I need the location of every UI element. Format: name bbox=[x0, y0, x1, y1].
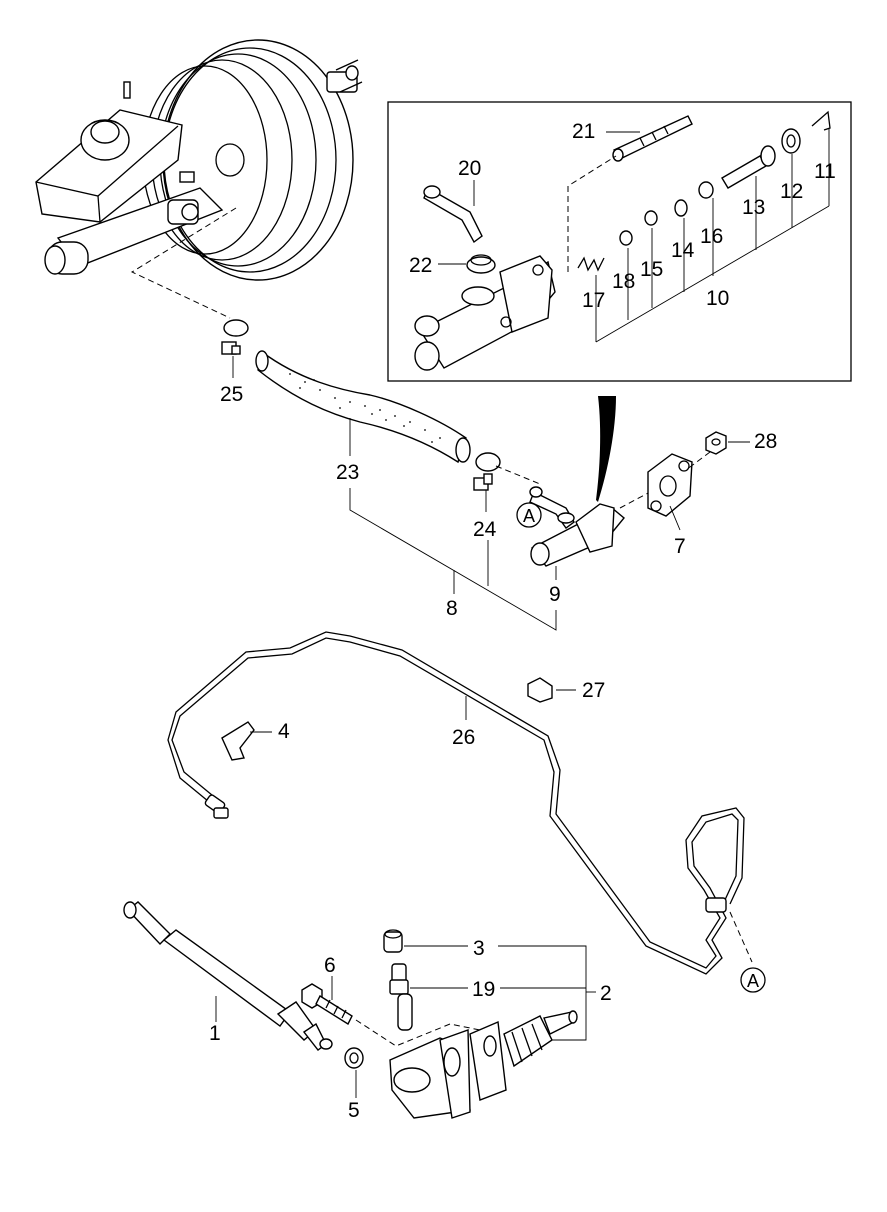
callout-17: 17 bbox=[582, 289, 605, 312]
routing-line-3 bbox=[619, 491, 651, 509]
callout-2: 2 bbox=[600, 982, 612, 1005]
callout-labels: 21 20 11 12 13 16 14 15 18 22 17 10 25 2… bbox=[209, 120, 836, 1122]
callout-8: 8 bbox=[446, 597, 458, 620]
routing-line-4 bbox=[685, 451, 711, 471]
callout-15: 15 bbox=[640, 258, 663, 281]
callout-7: 7 bbox=[674, 535, 686, 558]
bleeder-19 bbox=[389, 963, 413, 1031]
callout-16: 16 bbox=[700, 225, 723, 248]
svg-text:A: A bbox=[747, 971, 759, 991]
nut-28 bbox=[705, 431, 727, 455]
clutch-master-cylinder-9 bbox=[529, 486, 625, 567]
svg-text:A: A bbox=[523, 506, 535, 526]
clip-27 bbox=[527, 677, 576, 703]
callout-12: 12 bbox=[780, 180, 803, 203]
callout-24: 24 bbox=[473, 518, 497, 541]
callout-4: 4 bbox=[278, 720, 290, 743]
hose-clamp-25 bbox=[221, 319, 249, 355]
callout-11: 11 bbox=[814, 160, 836, 183]
callout-9: 9 bbox=[549, 583, 561, 606]
callout-3: 3 bbox=[473, 937, 485, 960]
washer-5 bbox=[344, 1047, 364, 1069]
brake-booster-assembly bbox=[35, 39, 363, 281]
callout-19: 19 bbox=[472, 978, 495, 1001]
flange-7 bbox=[647, 453, 693, 517]
callout-21: 21 bbox=[572, 120, 595, 143]
reference-marker-a-bottom: A bbox=[740, 967, 766, 993]
inset-box bbox=[387, 101, 852, 382]
pipe-26 bbox=[167, 631, 745, 975]
bleeder-3 bbox=[383, 929, 403, 953]
inset-leaders bbox=[438, 128, 830, 343]
bottom-leaders bbox=[215, 945, 596, 1098]
clutch-hose-1 bbox=[123, 901, 333, 1051]
callout-5: 5 bbox=[348, 1099, 360, 1122]
callout-18: 18 bbox=[612, 270, 635, 293]
bolt-6 bbox=[301, 983, 353, 1026]
callout-25: 25 bbox=[220, 383, 243, 406]
clutch-slave-cylinder-2 bbox=[389, 1010, 578, 1119]
routing-line bbox=[130, 207, 237, 319]
callout-22: 22 bbox=[409, 254, 432, 277]
callout-1: 1 bbox=[209, 1022, 221, 1045]
callout-23: 23 bbox=[336, 461, 359, 484]
callout-27: 27 bbox=[582, 679, 605, 702]
routing-line-2 bbox=[495, 465, 541, 485]
callout-14: 14 bbox=[671, 239, 695, 262]
callout-26: 26 bbox=[452, 726, 475, 749]
inset-pointer-arrow bbox=[596, 396, 616, 502]
middle-leaders bbox=[232, 356, 750, 631]
reference-marker-a-top: A bbox=[516, 502, 542, 528]
callout-20: 20 bbox=[458, 157, 481, 180]
callout-6: 6 bbox=[324, 954, 336, 977]
callout-28: 28 bbox=[754, 430, 777, 453]
callout-13: 13 bbox=[742, 196, 765, 219]
clip-4 bbox=[221, 721, 272, 761]
routing-line-5 bbox=[729, 911, 753, 963]
hose-23 bbox=[255, 350, 471, 464]
routing-line-6 bbox=[355, 1019, 481, 1047]
hose-clamp-24 bbox=[473, 452, 501, 491]
callout-10: 10 bbox=[706, 287, 729, 310]
clutch-master-cylinder-inset bbox=[414, 110, 831, 371]
